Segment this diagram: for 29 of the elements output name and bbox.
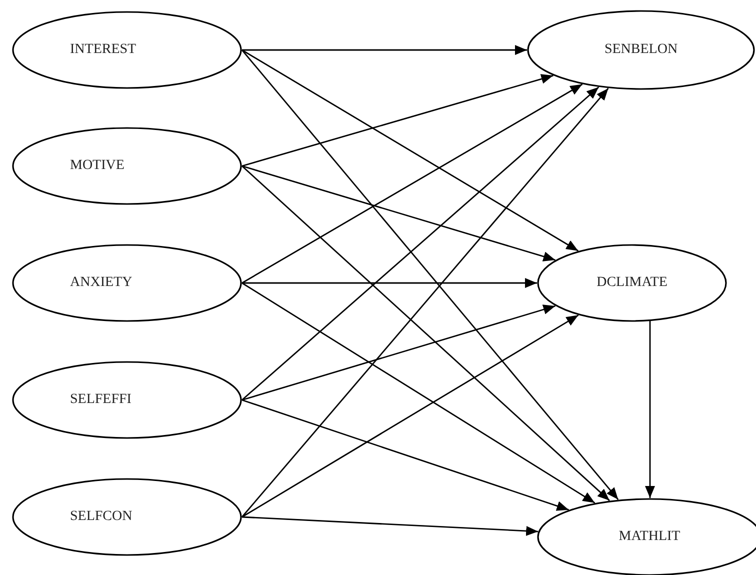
variable-name: SELFCON: [70, 509, 132, 525]
arrow: [242, 314, 579, 518]
arrow: [242, 282, 596, 504]
variable-ellipse: [12, 244, 242, 322]
arrow: [242, 165, 610, 502]
arrow: [242, 86, 600, 401]
arrow: [242, 399, 569, 511]
variable-name: MATHLIT: [618, 529, 680, 545]
variable-ellipse: [12, 361, 242, 439]
arrow: [242, 165, 556, 262]
variable-name: INTEREST: [70, 42, 136, 58]
variable-name: DCLIMATE: [596, 275, 668, 291]
variable-name: ANXIETY: [70, 275, 132, 291]
variable-ellipse: [537, 244, 727, 322]
arrow: [242, 516, 538, 536]
arrow: [645, 321, 655, 498]
variable-ellipse: [527, 10, 755, 90]
variable-ellipse: [12, 127, 242, 205]
variable-name: MOTIVE: [70, 158, 124, 174]
variable-name: SELFEFFI: [70, 392, 132, 408]
arrow: [242, 45, 527, 55]
arrow: [242, 49, 579, 252]
variable-ellipse: [12, 478, 242, 556]
arrow: [242, 84, 583, 284]
variable-name: SENBELON: [604, 42, 678, 58]
arrow: [242, 74, 554, 167]
arrow: [242, 304, 556, 401]
arrow: [242, 278, 537, 288]
variable-ellipse: [12, 11, 242, 89]
